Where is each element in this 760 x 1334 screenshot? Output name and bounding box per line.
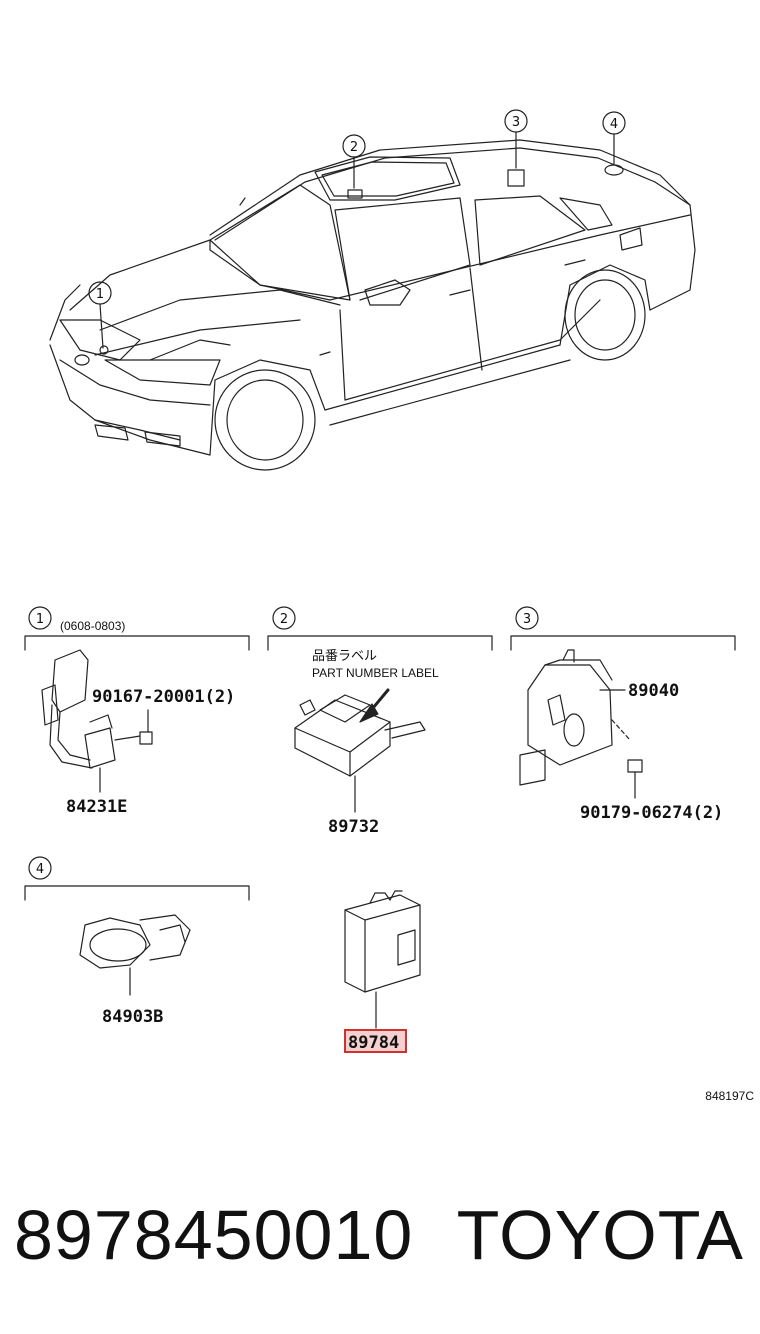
car-callout-1: 1 [96, 287, 104, 302]
panel1-screw-part-number[interactable]: 90167-20001(2) [92, 687, 235, 707]
highlight-box [344, 1029, 407, 1053]
part-number-label-en: PART NUMBER LABEL [312, 666, 439, 680]
car-illustration [49, 139, 696, 471]
panel3-part-number[interactable]: 89040 [628, 681, 679, 701]
car-callouts [88, 109, 626, 355]
parts-diagram: 1 2 3 4 1 (0608-0803) 90167-20001(2) 842… [24, 109, 754, 1103]
panel1-part-drawing [41, 649, 153, 793]
footer: 8978450010 TOYOTA [0, 1180, 760, 1290]
car-callout-2: 2 [350, 140, 358, 155]
panel2-part-number[interactable]: 89732 [328, 817, 379, 837]
panel2-number: 2 [280, 612, 288, 627]
footer-part-number: 8978450010 [14, 1196, 414, 1274]
panel4-part-drawing [79, 914, 191, 996]
ecu-89784-drawing [344, 890, 421, 1029]
highlighted-part-number[interactable]: 89784 [348, 1033, 399, 1053]
panel1-date-range: (0608-0803) [60, 619, 125, 633]
panel3-nut-part-number[interactable]: 90179-06274(2) [580, 803, 723, 823]
panel1-number: 1 [36, 612, 44, 627]
panel3-part-drawing [519, 649, 643, 799]
panel4-number: 4 [36, 862, 44, 877]
panel3-number: 3 [523, 612, 531, 627]
panel2-part-drawing [294, 688, 426, 813]
car-callout-4: 4 [610, 117, 618, 132]
part-number-label-jp: 品番ラベル [312, 649, 377, 664]
footer-brand: TOYOTA [456, 1196, 744, 1274]
panel1-part-number[interactable]: 84231E [66, 797, 127, 817]
car-callout-3: 3 [512, 115, 520, 130]
section-number-circles [28, 606, 539, 880]
section-brackets [24, 635, 736, 901]
diagram-code: 848197C [705, 1089, 754, 1103]
panel4-part-number[interactable]: 84903B [102, 1007, 163, 1027]
